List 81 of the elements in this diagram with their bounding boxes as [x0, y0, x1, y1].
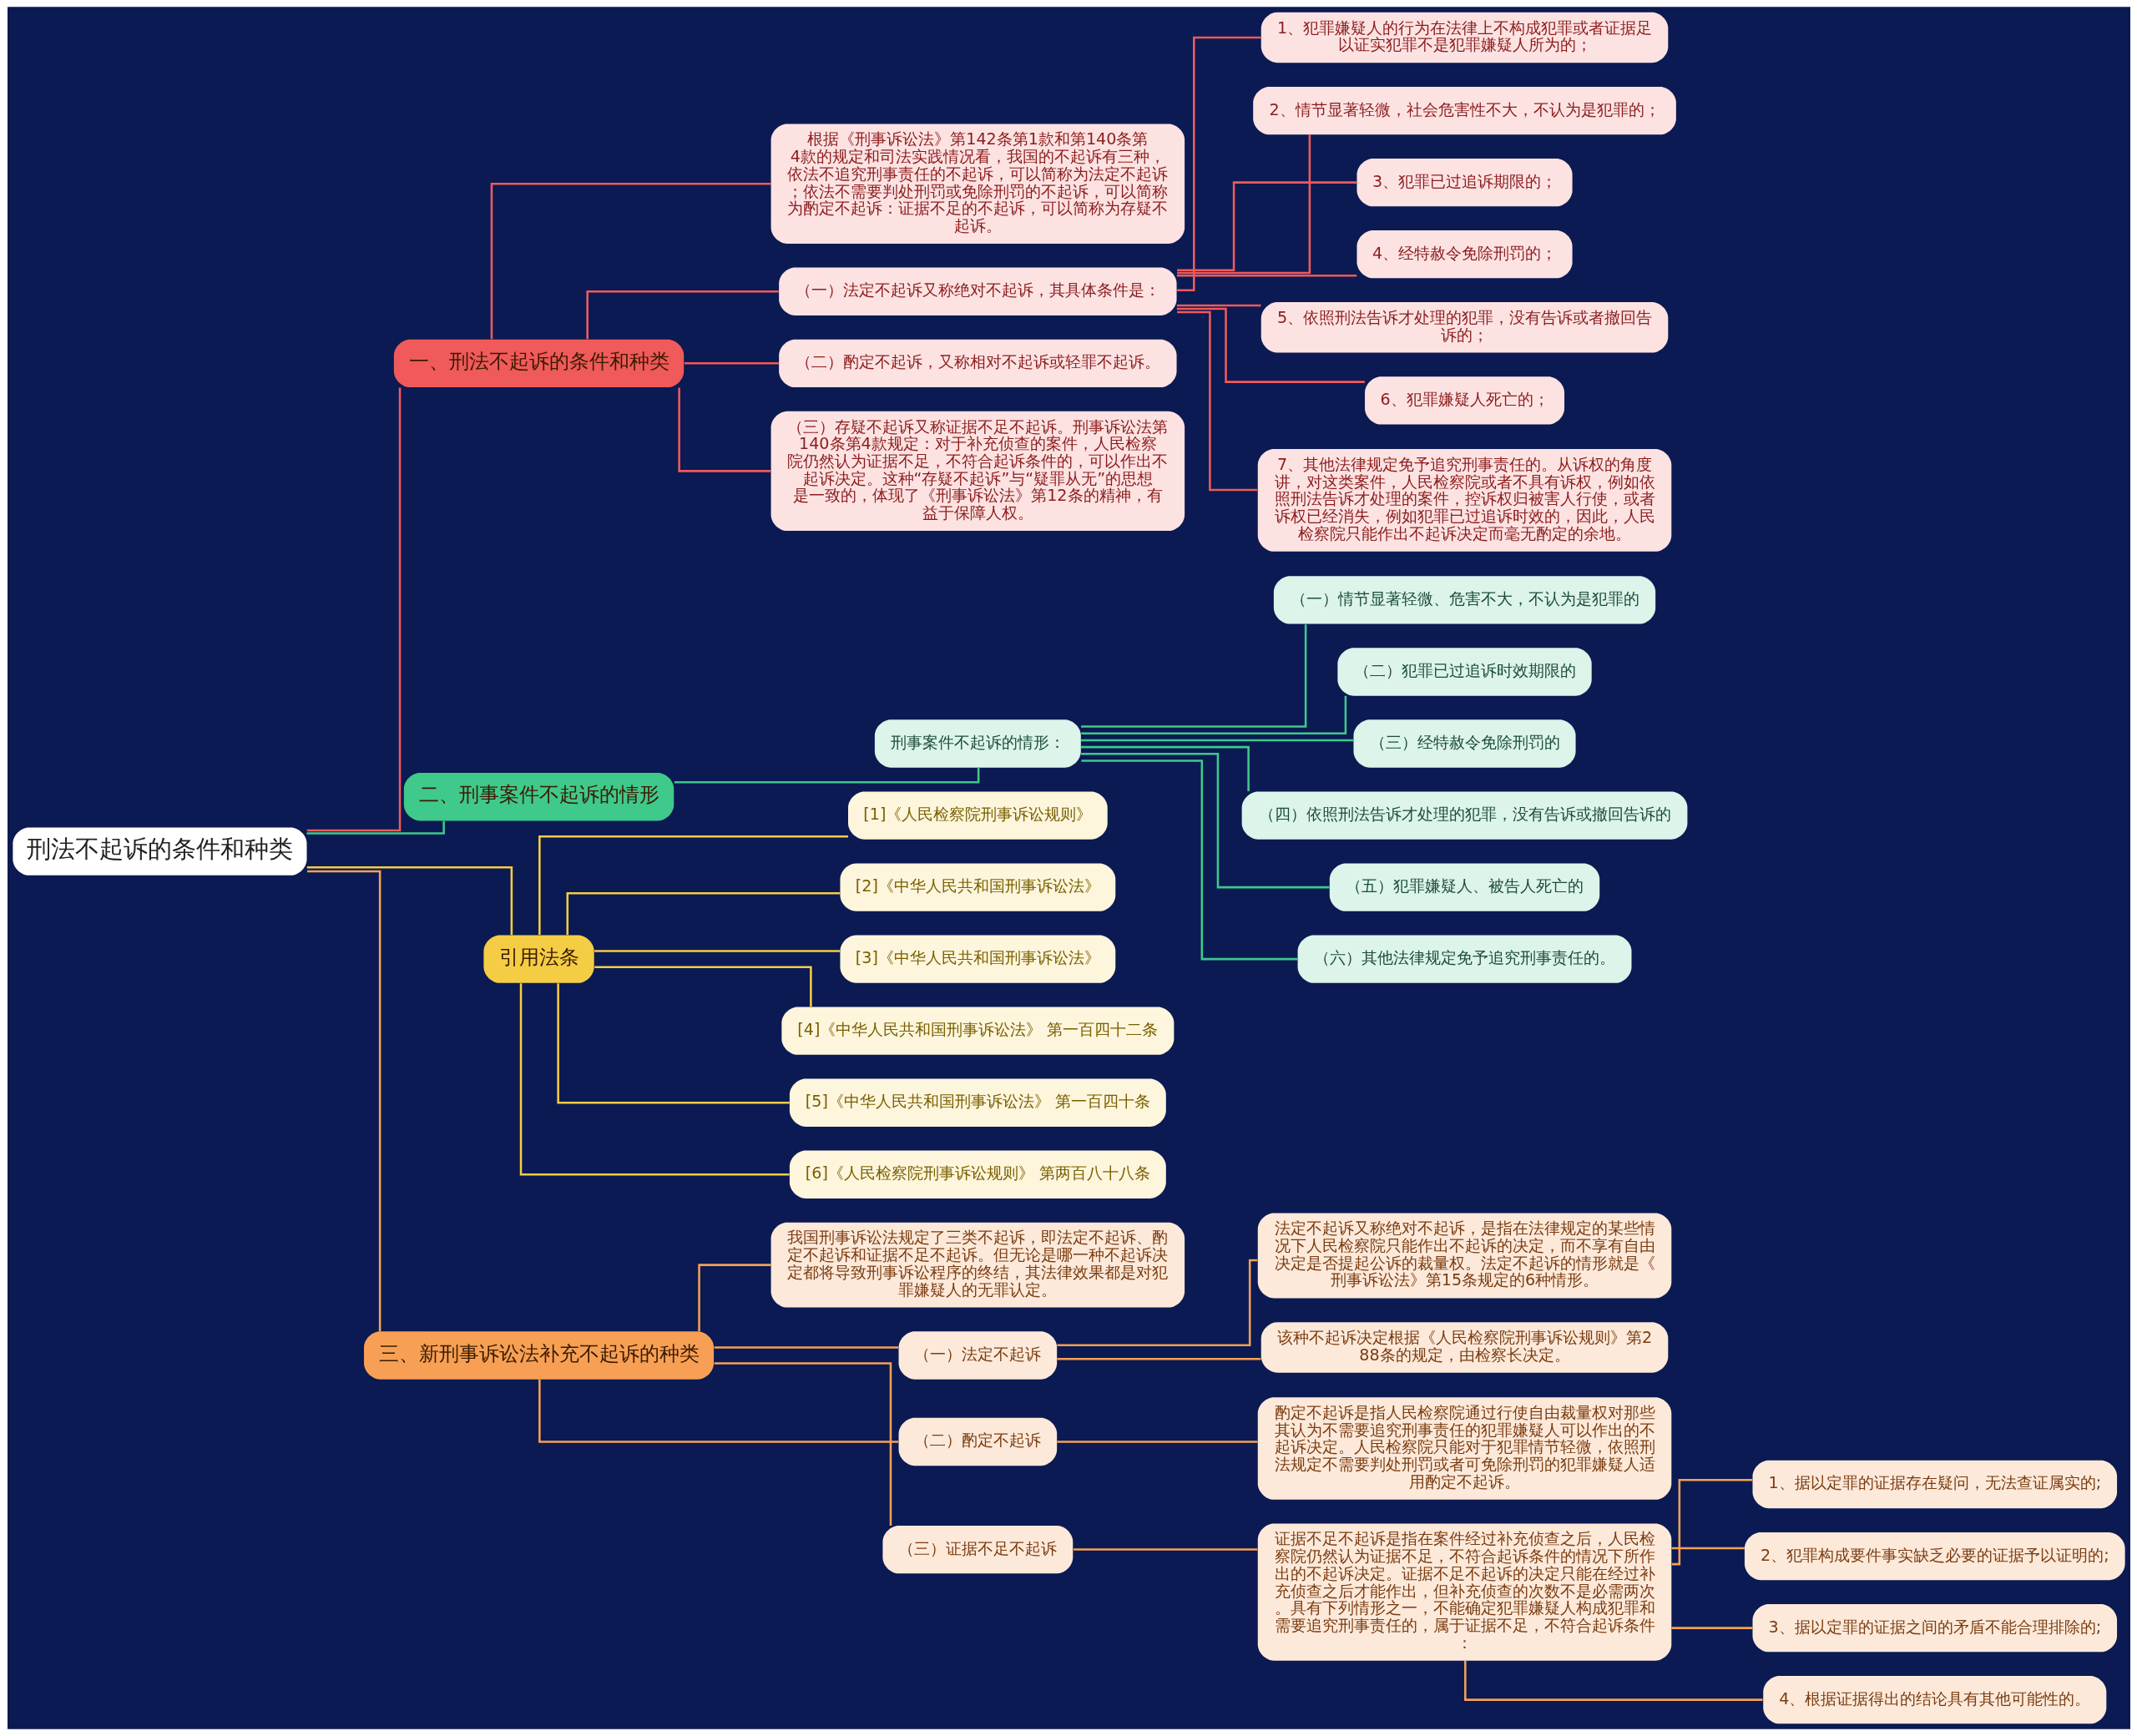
node-box: [2]《中华人民共和国刑事诉讼法》 — [839, 863, 1115, 911]
connector — [1080, 739, 1353, 742]
connector — [714, 1362, 892, 1526]
connector — [306, 870, 381, 1332]
connector — [1080, 695, 1346, 734]
connector — [1073, 1548, 1257, 1551]
connector — [594, 950, 840, 952]
connector — [556, 983, 790, 1104]
connector — [1056, 1357, 1260, 1360]
node-box: （二）酌定不起诉，又称相对不起诉或轻罪不起诉。 — [778, 339, 1177, 387]
connector — [1080, 624, 1306, 728]
node-box: 4、根据证据得出的结论具有其他可能性的。 — [1762, 1675, 2106, 1724]
node-box: 二、刑事案件不起诉的情形 — [403, 773, 674, 821]
node-box: 2、犯罪构成要件事实缺乏必要的证据予以证明的; — [1744, 1532, 2125, 1581]
node-box: （二）酌定不起诉 — [898, 1417, 1057, 1466]
connector — [1670, 1627, 1752, 1629]
connector — [490, 182, 771, 340]
node-box: 酌定不起诉是指人民检察院通过行使自由裁量权对那些其认为不需要追究刑事责任的犯罪嫌疑人可以作出的不起诉决定。人民检察院只能对于犯罪情节轻微，依照刑法规定不需要判处刑罚或者可免除刑罚的犯罪嫌疑人适用酌定不起诉。 — [1257, 1397, 1671, 1500]
connector — [538, 1379, 898, 1443]
connector — [677, 387, 770, 472]
connector — [1080, 760, 1297, 961]
node-box: [5]《中华人民共和国刑事诉讼法》 第一百四十条 — [789, 1078, 1166, 1127]
node-box: 1、据以定罪的证据存在疑问，无法查证属实的; — [1752, 1460, 2117, 1509]
node-box: 1、犯罪嫌疑人的行为在法律上不构成犯罪或者证据足以证实犯罪不是犯罪嫌疑人所为的； — [1260, 12, 1668, 63]
node-box: （三）经特赦令免除刑罚的 — [1353, 719, 1576, 768]
node-box: 刑事案件不起诉的情形： — [874, 719, 1081, 768]
node-box: [3]《中华人民共和国刑事诉讼法》 — [839, 935, 1115, 983]
node-box: 引用法条 — [482, 935, 594, 983]
node-box: （三）证据不足不起诉 — [882, 1525, 1073, 1574]
connector — [306, 387, 401, 832]
node-box: 5、依照刑法告诉才处理的犯罪，没有告诉或者撤回告诉的； — [1260, 302, 1668, 353]
connector — [1671, 1479, 1752, 1566]
connector — [1080, 753, 1329, 889]
connector — [1463, 1661, 1763, 1701]
node-box: 刑法不起诉的条件和种类 — [12, 827, 306, 876]
node-box: 三、新刑事诉讼法补充不起诉的种类 — [363, 1331, 714, 1380]
node-box: [6]《人民检察院刑事诉讼规则》 第两百八十八条 — [789, 1150, 1166, 1199]
connector — [566, 892, 840, 936]
node-box: 2、情节显著轻微，社会危害性不大，不认为是犯罪的； — [1252, 86, 1676, 135]
node-box: （三）存疑不起诉又称证据不足不起诉。刑事诉讼法第140条第4款规定：对于补充侦查的案件，人民检察院仍然认为证据不足，不符合起诉条件的，可以作出不起诉决定。这种“存疑不起诉”与“疑罪从无”的思想是一致的，体现了《刑事诉讼法》第12条的精神，有益于保障人权。 — [770, 411, 1185, 532]
connector — [1056, 1441, 1258, 1443]
node-box: 3、犯罪已过追诉期限的； — [1356, 158, 1573, 207]
connector — [306, 865, 513, 936]
connector — [1670, 1547, 1745, 1550]
node-box: 一、刑法不起诉的条件和种类 — [393, 339, 684, 387]
node-box: 证据不足不起诉是指在案件经过补充侦查之后，人民检察院仍然认为证据不足，不符合起诉条件的情况下所作出的不起诉决定。证据不足不起诉的决定只能在经过补充侦查之后才能作出，但补充侦查的次数不是必需两次。具有下列情形之一，不能确定犯罪嫌疑人构成犯罪和需要追究刑事责任的，属于证据不足，不符合起诉条件： — [1257, 1523, 1671, 1661]
node-box: （五）犯罪嫌疑人、被告人死亡的 — [1329, 863, 1599, 911]
connector — [674, 768, 979, 784]
connector — [594, 966, 812, 1007]
node-box: （一）法定不起诉又称绝对不起诉，其具体条件是： — [778, 267, 1177, 315]
node-box: 该种不起诉决定根据《人民检察院刑事诉讼规则》第288条的规定，由检察长决定。 — [1260, 1322, 1668, 1373]
connector — [1176, 310, 1257, 492]
node-box: 法定不起诉又称绝对不起诉，是指在法律规定的某些情况下人民检察院只能作出不起诉的决定，而不享有自由决定是否提起公诉的裁量权。法定不起诉的情形就是《刑事诉讼法》第15条规定的6种情形。 — [1257, 1213, 1671, 1299]
connector — [1176, 181, 1356, 272]
node-box: （一）法定不起诉 — [898, 1331, 1057, 1380]
connector — [1080, 745, 1250, 791]
node-box: [4]《中华人民共和国刑事诉讼法》 第一百四十二条 — [781, 1007, 1174, 1055]
connector — [1176, 304, 1260, 307]
connector — [585, 290, 779, 340]
connector — [697, 1264, 770, 1331]
connector — [1176, 36, 1260, 291]
connector — [538, 835, 848, 936]
node-box: （一）情节显著轻微、危害不大，不认为是犯罪的 — [1273, 576, 1655, 624]
node-box: 6、犯罪嫌疑人死亡的； — [1364, 376, 1564, 425]
connector — [714, 1346, 898, 1349]
node-box: （二）犯罪已过追诉时效期限的 — [1336, 648, 1592, 696]
node-box: 7、其他法律规定免予追究刑事责任的。从诉权的角度讲，对这类案件，人民检察院或者不具有诉权，例如依照刑法告诉才处理的案件，控诉权归被害人行使，或者诉权已经消失，例如犯罪已过追诉时效的，因此，人民检察院只能作出不起诉决定而毫无酌定的余地。 — [1257, 449, 1671, 552]
connector — [1176, 134, 1311, 275]
node-box: 我国刑事诉讼法规定了三类不起诉，即法定不起诉、酌定不起诉和证据不足不起诉。但无论是哪一种不起诉决定都将导致刑事诉讼程序的终结，其法律效果都是对犯罪嫌疑人的无罪认定。 — [770, 1222, 1185, 1308]
connector — [306, 820, 445, 835]
connector — [1176, 307, 1365, 383]
node-box: （六）其他法律规定免予追究刑事责任的。 — [1297, 935, 1631, 983]
connector — [1057, 1259, 1257, 1346]
node-box: （四）依照刑法告诉才处理的犯罪，没有告诉或撤回告诉的 — [1241, 791, 1687, 840]
connector — [1176, 274, 1356, 277]
connector — [684, 362, 779, 365]
node-box: 根据《刑事诉讼法》第142条第1款和第140条第4款的规定和司法实践情况看，我国的不起诉有三种，依法不追究刑事责任的不起诉，可以简称为法定不起诉；依法不需要判处刑罚或免除刑罚的不起诉，可以简称为酌定不起诉：证据不足的不起诉，可以简称为存疑不起诉。 — [770, 124, 1185, 244]
node-box: [1]《人民检察院刑事诉讼规则》 — [847, 791, 1108, 840]
node-box: 4、经特赦令免除刑罚的； — [1356, 230, 1573, 279]
node-box: 3、据以定罪的证据之间的矛盾不能合理排除的; — [1752, 1603, 2117, 1653]
connector — [519, 983, 790, 1176]
